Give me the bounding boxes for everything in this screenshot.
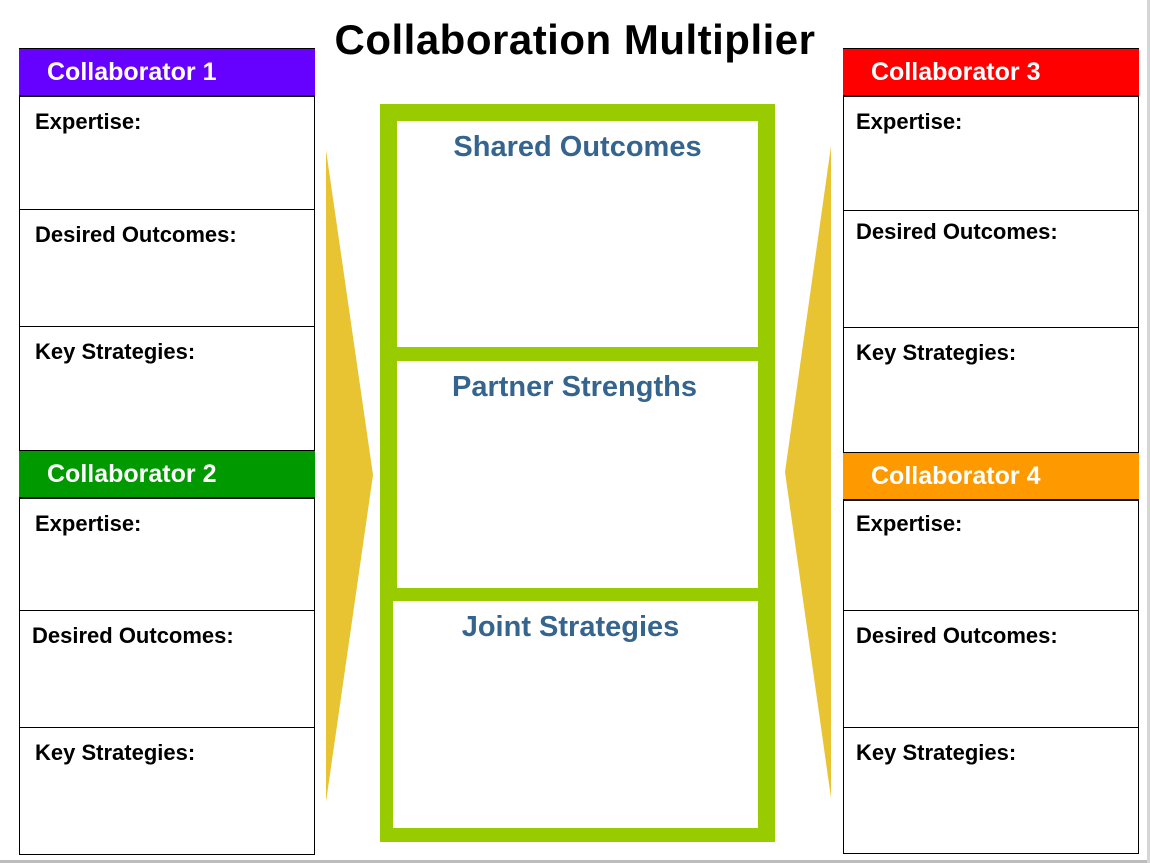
collaborator-2-key-strategies: Key Strategies: <box>20 728 314 855</box>
collaborator-2-expertise: Expertise: <box>20 499 314 611</box>
right-border <box>1147 0 1150 863</box>
diagram-title: Collaboration Multiplier <box>334 16 816 63</box>
desired-outcomes-label: Desired Outcomes: <box>856 219 1058 244</box>
collaborator-1-expertise: Expertise: <box>20 97 314 210</box>
arrow-left-icon <box>785 146 831 798</box>
arrow-right-icon <box>326 150 373 802</box>
shared-frame: Shared Outcomes Partner Strengths Joint … <box>380 104 775 842</box>
joint-strategies-label: Joint Strategies <box>461 611 680 643</box>
expertise-label: Expertise: <box>856 109 963 134</box>
collaborator-4-header: Collaborator 4 <box>843 453 1139 501</box>
expertise-label: Expertise: <box>35 511 142 536</box>
collaborator-3-expertise: Expertise: <box>844 97 1138 211</box>
collaborator-3-key-strategies: Key Strategies: <box>844 328 1138 453</box>
collaborator-2-header: Collaborator 2 <box>19 451 315 499</box>
collaborator-1-key-strategies: Key Strategies: <box>20 327 314 451</box>
collaborator-4-card: Collaborator 4 Expertise: Desired Outcom… <box>843 452 1139 854</box>
collaborator-2-card: Collaborator 2 Expertise: Desired Outcom… <box>19 450 315 855</box>
shared-outcomes-label: Shared Outcomes <box>453 131 702 163</box>
collaborator-4-key-strategies: Key Strategies: <box>844 728 1138 854</box>
key-strategies-label: Key Strategies: <box>856 740 1017 765</box>
collaborator-3-desired-outcomes: Desired Outcomes: <box>844 211 1138 328</box>
collaborator-1-desired-outcomes: Desired Outcomes: <box>20 210 314 327</box>
key-strategies-label: Key Strategies: <box>856 340 1017 365</box>
partner-strengths-label: Partner Strengths <box>452 371 697 403</box>
desired-outcomes-label: Desired Outcomes: <box>856 623 1058 648</box>
collaborator-1-header: Collaborator 1 <box>19 49 315 97</box>
partner-strengths-panel: Partner Strengths <box>397 361 758 588</box>
collaborator-4-expertise: Expertise: <box>844 501 1138 611</box>
expertise-label: Expertise: <box>35 109 142 134</box>
joint-strategies-panel: Joint Strategies <box>393 601 758 828</box>
bottom-border <box>0 860 1150 863</box>
collaborator-4-desired-outcomes: Desired Outcomes: <box>844 611 1138 728</box>
shared-outcomes-panel: Shared Outcomes <box>397 121 758 347</box>
expertise-label: Expertise: <box>856 511 963 536</box>
collaborator-1-card: Collaborator 1 Expertise: Desired Outcom… <box>19 48 315 451</box>
key-strategies-label: Key Strategies: <box>35 740 196 765</box>
desired-outcomes-label: Desired Outcomes: <box>32 623 234 648</box>
collaborator-3-header: Collaborator 3 <box>843 49 1139 97</box>
collaborator-2-desired-outcomes: Desired Outcomes: <box>20 611 314 728</box>
collaborator-3-card: Collaborator 3 Expertise: Desired Outcom… <box>843 48 1139 453</box>
key-strategies-label: Key Strategies: <box>35 339 196 364</box>
desired-outcomes-label: Desired Outcomes: <box>35 222 237 247</box>
